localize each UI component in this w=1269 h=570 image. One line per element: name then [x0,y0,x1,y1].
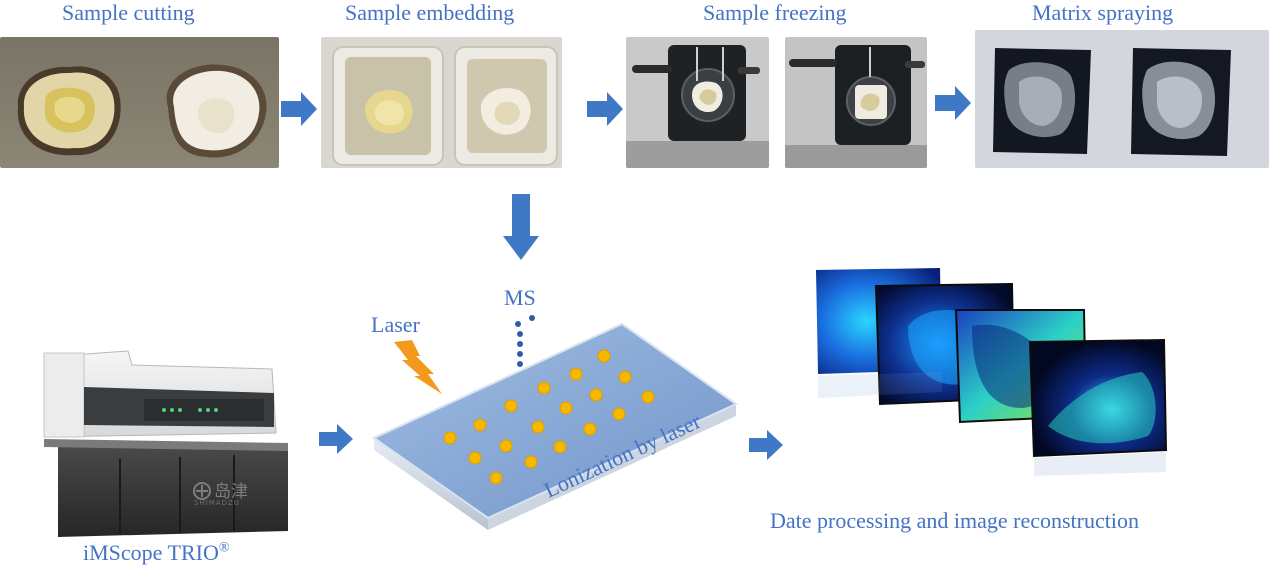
spot [468,451,482,465]
spot [504,399,518,413]
spot [589,388,603,402]
arrow-right-icon [319,424,353,454]
spot [553,440,567,454]
spot [524,455,538,469]
laser-bolt-icon [394,340,442,394]
spot [618,370,632,384]
spot [597,349,611,363]
photo-sample-cutting [0,37,279,168]
spot [537,381,551,395]
arrow-down-icon [503,194,539,260]
spot [473,418,487,432]
brand-en: SHIMADZU [194,499,240,507]
arrow-right-icon [749,430,783,460]
spot [489,471,503,485]
photo-matrix-spraying [975,30,1269,168]
spot [569,367,583,381]
spot [531,420,545,434]
output-label: Date processing and image reconstruction [770,508,1139,533]
photo-sample-freezing-1 [626,37,769,168]
instrument-illustration: 岛津 SHIMADZU [24,347,296,537]
step-label-cutting: Sample cutting [62,0,195,25]
spot [612,407,626,421]
spot [443,431,457,445]
reconstructed-images [812,266,1172,476]
sample-slide [360,320,760,540]
arrow-right-icon [281,92,317,126]
step-label-freezing: Sample freezing [703,0,847,25]
spot [583,422,597,436]
spot [641,390,655,404]
instrument-label: iMScope TRIO® [83,540,230,566]
brand-cn: 岛津 [214,482,248,502]
matrix-spots [443,349,655,485]
step-label-embedding: Sample embedding [345,0,515,25]
registered-mark: ® [218,540,230,556]
photo-sample-embedding [321,37,562,168]
spot [559,401,573,415]
laser-label: Laser [371,312,420,337]
photo-sample-freezing-2 [785,37,927,168]
arrow-right-icon [587,92,623,126]
ms-ion-dots [515,315,535,367]
instrument-name: iMScope TRIO [83,540,219,565]
step-label-spraying: Matrix spraying [1032,0,1174,25]
arrow-right-icon [935,86,971,120]
ms-label: MS [504,285,536,310]
spot [499,439,513,453]
